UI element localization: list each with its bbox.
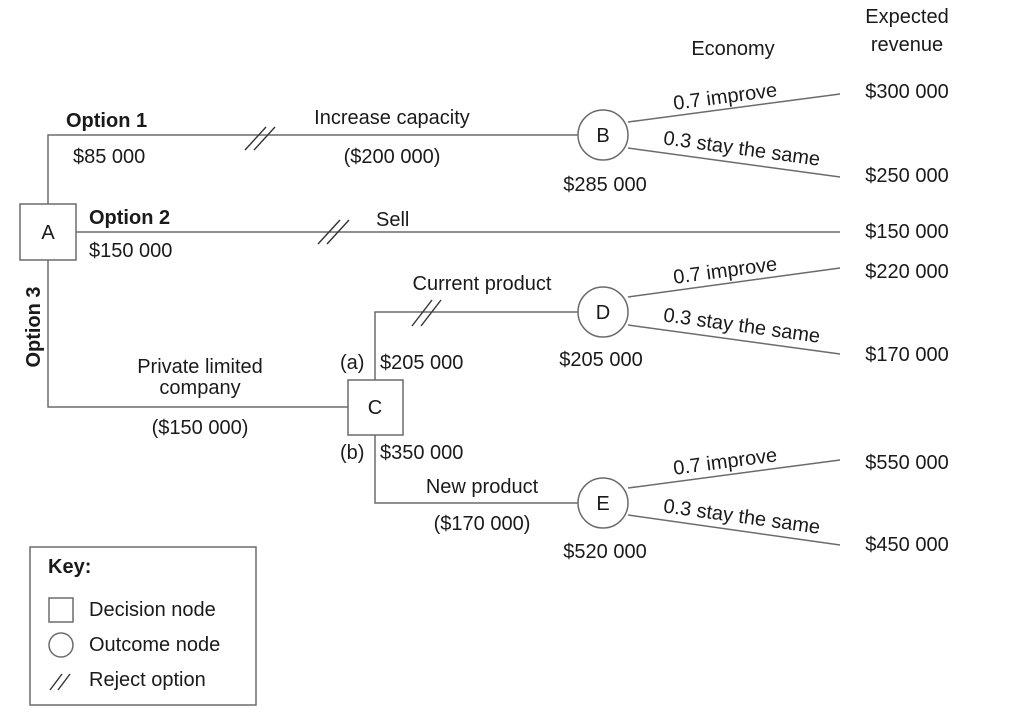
node-a-label: A	[41, 222, 55, 244]
option1-same-line	[627, 147, 841, 178]
key-decision-label: Decision node	[89, 599, 216, 621]
branch-a-line	[374, 311, 578, 380]
branch-a-revenue-same: $170 000	[865, 344, 948, 366]
branch-a-value: $205 000	[380, 352, 463, 374]
branch-a-revenue-improve: $220 000	[865, 261, 948, 283]
reject-mark-branch-a	[411, 299, 442, 327]
branch-a-action: Current product	[413, 273, 552, 295]
option2-label: Option 2	[89, 207, 170, 229]
decision-node-c: C	[347, 379, 404, 436]
key-outcome-label: Outcome node	[89, 634, 220, 656]
node-c-label: C	[368, 397, 382, 419]
reject-marks	[244, 126, 442, 327]
option1-branch-line	[47, 134, 578, 205]
option3-action-line1: Private limited	[137, 356, 263, 378]
branch-a-tag: (a)	[340, 352, 364, 374]
option2-action: Sell	[376, 209, 409, 231]
option1-revenue-improve: $300 000	[865, 81, 948, 103]
key-title: Key:	[48, 556, 91, 578]
branch-b-action: New product	[426, 476, 539, 498]
branch-a-improve-line	[627, 267, 841, 298]
tree-lines	[47, 93, 841, 546]
node-d-value: $205 000	[559, 349, 642, 371]
outcome-node-key-icon	[48, 632, 74, 658]
economy-header: Economy	[691, 38, 774, 60]
option3-action-line2: company	[159, 377, 240, 399]
expected-revenue-header-line2: revenue	[871, 34, 943, 56]
node-b-label: B	[596, 125, 609, 147]
key-reject-label: Reject option	[89, 669, 206, 691]
reject-option-key-icon	[49, 673, 71, 691]
branch-b-cost: ($170 000)	[434, 513, 531, 535]
branch-b-tag: (b)	[340, 442, 364, 464]
outcome-node-e: E	[577, 477, 629, 529]
option3-label: Option 3	[23, 286, 45, 367]
branch-b-same-label: 0.3 stay the same	[662, 495, 821, 538]
option2-value: $150 000	[89, 240, 172, 262]
option3-cost: ($150 000)	[152, 417, 249, 439]
option1-improve-line	[627, 93, 841, 123]
option1-cost: ($200 000)	[344, 146, 441, 168]
node-d-label: D	[596, 302, 610, 324]
node-b-value: $285 000	[563, 174, 646, 196]
key-box: Key: Decision node Outcome node Reject o…	[29, 546, 257, 706]
option2-revenue: $150 000	[865, 221, 948, 243]
node-e-label: E	[596, 493, 609, 515]
option1-action: Increase capacity	[314, 107, 470, 129]
expected-revenue-header-line1: Expected	[865, 6, 948, 28]
branch-b-improve-line	[627, 459, 841, 489]
branch-b-line	[374, 435, 578, 504]
option1-label: Option 1	[66, 110, 147, 132]
branch-a-same-line	[627, 324, 841, 355]
branch-b-value: $350 000	[380, 442, 463, 464]
outcome-node-d: D	[577, 286, 629, 338]
reject-mark-option1	[244, 126, 276, 151]
option1-value: $85 000	[73, 146, 145, 168]
decision-node-key-icon	[48, 597, 74, 623]
branch-b-same-line	[627, 514, 841, 546]
outcome-node-b: B	[577, 109, 629, 161]
branch-b-revenue-same: $450 000	[865, 534, 948, 556]
option1-revenue-same: $250 000	[865, 165, 948, 187]
reject-mark-option2	[317, 219, 350, 245]
option3-branch-line	[47, 260, 348, 408]
decision-node-a: A	[19, 203, 77, 261]
node-e-value: $520 000	[563, 541, 646, 563]
branch-b-revenue-improve: $550 000	[865, 452, 948, 474]
